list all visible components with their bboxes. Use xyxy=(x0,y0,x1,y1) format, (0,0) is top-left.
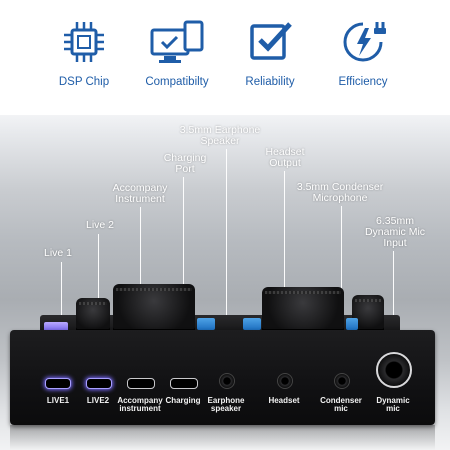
feature-label: Reliability xyxy=(245,76,295,88)
jack-dynamic xyxy=(376,352,412,388)
callout-live2: Live 2 xyxy=(85,219,115,231)
feature-label: Efficiency xyxy=(338,76,388,88)
blue-button xyxy=(197,318,215,330)
leader-line xyxy=(226,149,227,374)
port-label-earphone: Earphone speaker xyxy=(207,396,245,413)
usb-port-charging xyxy=(170,378,198,389)
blue-button xyxy=(243,318,261,330)
port-label-headset: Headset xyxy=(268,396,300,405)
checkbox-icon xyxy=(250,22,292,60)
knob xyxy=(76,298,110,332)
feature-label: Compatibilty xyxy=(145,76,209,88)
feature-efficiency: Efficiency xyxy=(313,18,413,88)
leader-line xyxy=(393,251,394,354)
port-label-accompany: Accompany instrument xyxy=(117,396,163,413)
feature-compatibility: Compatibilty xyxy=(127,18,227,88)
usb-port-live1 xyxy=(45,378,71,389)
jack-earphone xyxy=(219,373,235,389)
port-label-live1: LIVE1 xyxy=(46,396,70,405)
feature-reliability: Reliability xyxy=(220,18,320,88)
port-label-live2: LIVE2 xyxy=(86,396,110,405)
callout-headset: Headset Output xyxy=(265,146,305,169)
leader-line xyxy=(284,171,285,374)
feature-strip: DSP Chip Compatibilty Reliability xyxy=(0,0,450,115)
computer-tablet-icon xyxy=(150,20,204,63)
callout-live1: Live 1 xyxy=(43,247,73,259)
port-label-condenser: Condenser mic xyxy=(320,396,362,413)
callout-earphone: 3.5mm Earphone Speaker xyxy=(179,124,261,147)
callout-dynamic: 6.35mm Dynamic Mic Input xyxy=(364,215,426,249)
power-plug-icon xyxy=(343,22,386,62)
callout-condenser: 3.5mm Condenser Microphone xyxy=(296,181,384,204)
chip-icon xyxy=(64,22,104,62)
callout-charging: Charging Port xyxy=(163,152,207,175)
jack-condenser xyxy=(334,373,350,389)
blue-button xyxy=(346,318,358,330)
feature-label: DSP Chip xyxy=(58,76,110,88)
port-label-charging: Charging xyxy=(165,396,201,405)
usb-port-accompany xyxy=(127,378,155,389)
callout-accompany: Accompany Instrument xyxy=(112,182,168,205)
port-label-dynamic: Dynamic mic xyxy=(376,396,410,413)
knob xyxy=(113,284,195,332)
feature-dsp-chip: DSP Chip xyxy=(34,18,134,88)
usb-port-live2 xyxy=(86,378,112,389)
leader-line xyxy=(183,177,184,378)
device-reflection xyxy=(10,425,435,450)
purple-button xyxy=(44,322,68,332)
knob xyxy=(262,287,344,332)
jack-headset xyxy=(277,373,293,389)
